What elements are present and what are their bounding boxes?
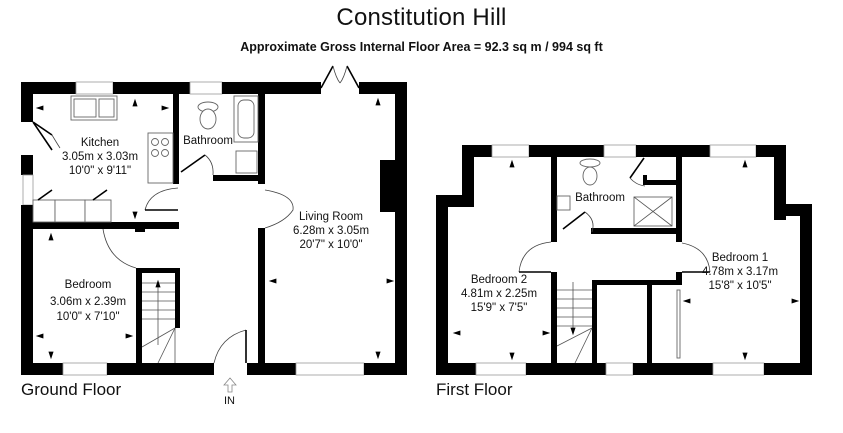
living-room-label: Living Room [299,211,363,223]
bedroom-2-imperial: 15'9" x 7'5" [471,302,528,314]
living-room-imperial: 20'7" x 10'0" [299,239,362,251]
first-bathroom-label: Bathroom [575,192,625,204]
first-floor-plan: Bathroom Bedroom 1 4.78m x 3.17m 15'8" x… [436,144,812,376]
bedroom-2-metric: 4.81m x 2.25m [461,288,537,300]
ground-bedroom-imperial: 10'0" x 7'10" [56,311,119,323]
bedroom-2-label: Bedroom 2 [471,274,527,286]
ground-bathroom-label: Bathroom [183,135,233,147]
bedroom-1-imperial: 15'8" x 10'5" [708,280,771,292]
entrance-arrow-icon [223,377,237,393]
kitchen-label: Kitchen [81,137,119,149]
ground-floor-plan: Kitchen 3.05m x 3.03m 10'0" x 9'11" Bath… [21,65,407,393]
entrance-label: IN [224,395,235,407]
ground-bedroom-label: Bedroom [65,279,112,291]
floor-area-subtitle: Approximate Gross Internal Floor Area = … [240,40,603,54]
plan-title: Constitution Hill [336,4,507,31]
bedroom-1-label: Bedroom 1 [712,252,768,264]
ground-floor-label: Ground Floor [21,380,122,399]
living-room-metric: 6.28m x 3.05m [293,225,369,237]
ground-bedroom-metric: 3.06m x 2.39m [50,296,126,308]
first-floor-label: First Floor [436,380,513,399]
bedroom-1-metric: 4.78m x 3.17m [702,266,778,278]
kitchen-imperial: 10'0" x 9'11" [69,165,131,177]
kitchen-metric: 3.05m x 3.03m [62,151,138,163]
